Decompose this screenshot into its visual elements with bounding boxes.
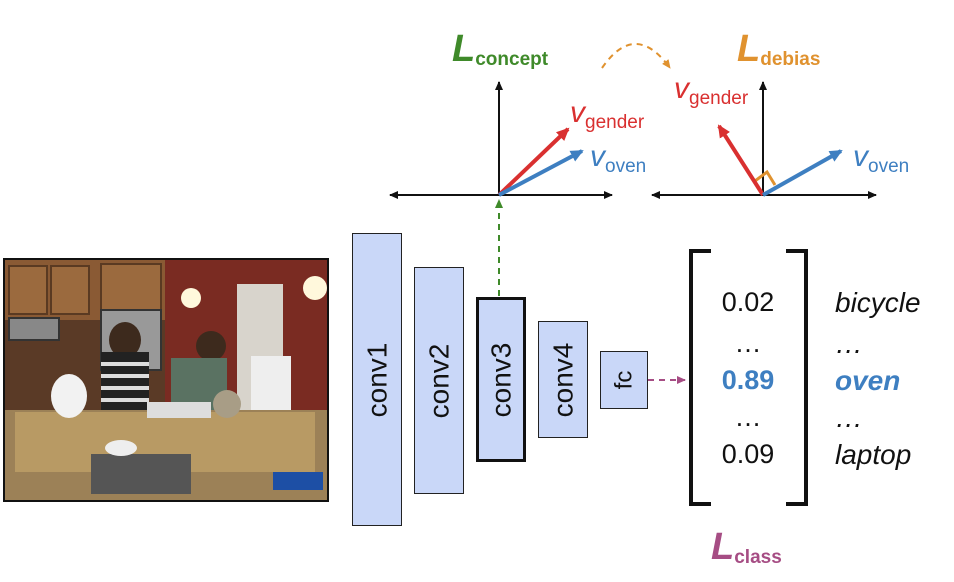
output-bracket-left — [689, 249, 711, 506]
layer-conv1: conv1 — [352, 233, 402, 526]
class-label-highlight: oven — [835, 365, 901, 396]
layer-conv4: conv4 — [538, 321, 588, 438]
layer-fc: fc — [600, 351, 648, 409]
score-ellipsis: … — [734, 328, 762, 358]
class-label: bicycle — [835, 287, 921, 318]
layer-fc-label: fc — [609, 370, 637, 390]
concept-gender-vector — [497, 127, 570, 197]
score-value: 0.02 — [721, 287, 775, 317]
gender-vector-label-left: vgender — [570, 96, 645, 133]
layer-conv3-label: conv3 — [485, 342, 516, 417]
concept-axes — [389, 81, 613, 199]
right-angle-marker — [754, 169, 777, 186]
debias-transform-arrow — [601, 43, 671, 69]
score-value: 0.09 — [721, 439, 775, 469]
layer-conv1-label: conv1 — [361, 342, 392, 417]
class-ellipsis: … — [835, 402, 863, 433]
concept-oven-vector — [498, 149, 584, 197]
oven-vector-label-right: voven — [853, 140, 910, 177]
kitchen-photo — [5, 260, 327, 500]
input-image — [3, 258, 329, 502]
score-value-highlight: 0.89 — [721, 365, 775, 395]
class-label: laptop — [835, 439, 912, 470]
debias-gender-vector — [717, 124, 765, 197]
debias-oven-vector — [762, 149, 843, 197]
layer-conv3: conv3 — [476, 297, 526, 462]
concept-loss-label: Lconcept — [452, 28, 549, 70]
debias-loss-label: Ldebias — [737, 28, 821, 70]
layer-conv4-label: conv4 — [547, 342, 578, 417]
layer-conv2-label: conv2 — [423, 343, 454, 418]
class-ellipsis: … — [835, 328, 863, 359]
score-ellipsis: … — [734, 402, 762, 432]
layer-conv2: conv2 — [414, 267, 464, 494]
oven-vector-label-left: voven — [590, 140, 647, 177]
debias-axes — [651, 81, 877, 199]
class-loss-label: Lclass — [711, 526, 782, 568]
gender-vector-label-right: vgender — [674, 72, 749, 109]
output-bracket-right — [786, 249, 808, 506]
